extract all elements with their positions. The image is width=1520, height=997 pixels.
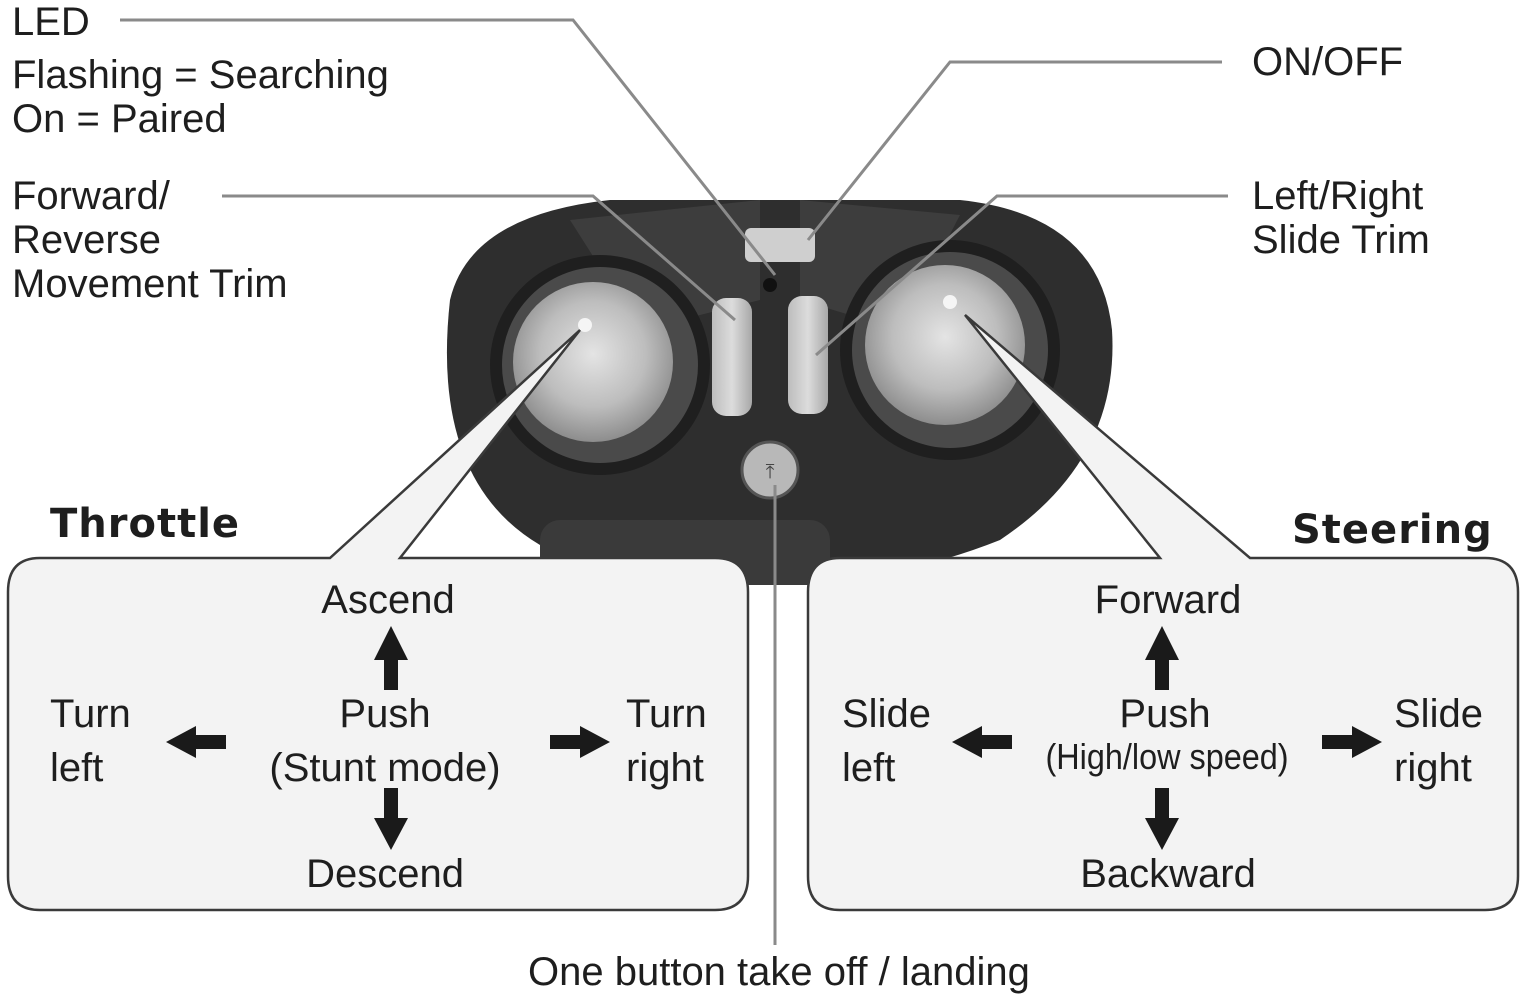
arrow-right-icon bbox=[1322, 726, 1382, 758]
steering-arrows bbox=[952, 626, 1382, 850]
led-on-label: On = Paired bbox=[12, 97, 227, 141]
arrow-up-icon bbox=[1145, 626, 1179, 690]
fwd-trim-label-2: Reverse bbox=[12, 218, 161, 262]
fwd-trim-label-3: Movement Trim bbox=[12, 262, 288, 306]
lr-trim-label-2: Slide Trim bbox=[1252, 218, 1430, 262]
steering-down-label: Backward bbox=[1080, 852, 1256, 896]
led-label: LED bbox=[12, 0, 90, 44]
takeoff-label: One button take off / landing bbox=[528, 950, 1030, 994]
led-indicator bbox=[763, 278, 777, 292]
power-switch[interactable] bbox=[745, 228, 815, 262]
throttle-panel bbox=[6, 329, 750, 912]
throttle-down-label: Descend bbox=[306, 852, 464, 896]
led-flashing-label: Flashing = Searching bbox=[12, 53, 389, 97]
right-joystick[interactable] bbox=[840, 240, 1060, 460]
arrow-left-icon bbox=[166, 726, 226, 758]
arrow-right-icon bbox=[550, 726, 610, 758]
steering-right-label-1: Slide bbox=[1394, 692, 1483, 736]
svg-text:⤒: ⤒ bbox=[766, 461, 775, 483]
throttle-title: Throttle bbox=[50, 501, 241, 547]
steering-right-label-2: right bbox=[1394, 746, 1472, 790]
steering-center-label-2: (High/low speed) bbox=[1045, 736, 1289, 777]
arrow-down-icon bbox=[374, 788, 408, 850]
steering-up-label: Forward bbox=[1094, 578, 1242, 622]
left-joystick[interactable] bbox=[490, 255, 710, 475]
fwd-trim-label-1: Forward/ bbox=[12, 174, 170, 218]
leader-lines bbox=[120, 18, 1228, 945]
forward-reverse-trim-button[interactable] bbox=[712, 298, 752, 416]
left-right-trim-button[interactable] bbox=[788, 296, 828, 414]
onoff-label: ON/OFF bbox=[1252, 40, 1404, 84]
steering-center-label-1: Push bbox=[1119, 692, 1211, 736]
arrow-up-icon bbox=[374, 626, 408, 690]
throttle-right-label-1: Turn bbox=[626, 692, 707, 736]
steering-panel bbox=[806, 314, 1520, 912]
steering-left-label-2: left bbox=[842, 746, 896, 790]
takeoff-landing-button[interactable]: ⤒ bbox=[740, 440, 800, 500]
throttle-arrows bbox=[166, 626, 610, 850]
arrow-left-icon bbox=[952, 726, 1012, 758]
arrow-down-icon bbox=[1145, 788, 1179, 850]
steering-title: Steering bbox=[1292, 507, 1493, 553]
throttle-up-label: Ascend bbox=[321, 578, 455, 622]
lr-trim-label-1: Left/Right bbox=[1252, 174, 1424, 218]
throttle-left-label-1: Turn bbox=[50, 692, 131, 736]
steering-left-label-1: Slide bbox=[842, 692, 931, 736]
throttle-left-label-2: left bbox=[50, 746, 104, 790]
throttle-center-label-1: Push bbox=[339, 692, 431, 736]
throttle-center-label-2: (Stunt mode) bbox=[269, 746, 501, 790]
throttle-right-label-2: right bbox=[626, 746, 704, 790]
